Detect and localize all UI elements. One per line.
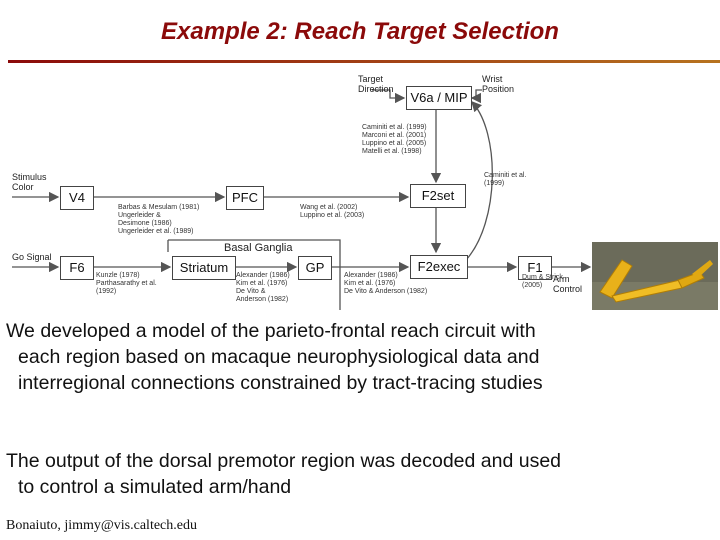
reach-circuit-diagram: V6a / MIP V4 PFC F2set F6 Striatum GP F2…: [0, 62, 720, 310]
citation-v4-pfc: Barbas & Mesulam (1981)Ungerleider & Des…: [118, 204, 200, 235]
paragraph-1-line-2: each region based on macaque neurophysio…: [18, 346, 540, 368]
arrow-f2exec-v6a: [465, 101, 493, 261]
node-gp: GP: [298, 256, 332, 280]
basal-ganglia-label: Basal Ganglia: [224, 242, 293, 254]
citation-pfc-f2set: Wang et al. (2002)Luppino et al. (2003): [300, 204, 365, 219]
node-f1: F1: [518, 256, 552, 280]
citation-v6a-f2set: Caminiti et al. (1999)Marconi et al. (20…: [362, 124, 427, 155]
citation-gp-f2exec: Alexander (1986)Kim et al. (1976) De Vit…: [344, 272, 428, 295]
author-footer: Bonaiuto, jimmy@vis.caltech.edu: [6, 518, 197, 533]
node-striatum: Striatum: [172, 256, 236, 280]
slide-title: Example 2: Reach Target Selection: [161, 18, 559, 45]
paragraph-1-line-3: interregional connections constrained by…: [18, 372, 543, 394]
simulated-arm-image: [592, 242, 718, 310]
connection-arrows: [12, 89, 592, 310]
citation-f2exec-f1: Dum & Strick(2005): [522, 274, 563, 289]
paragraph-2-line-1: The output of the dorsal premotor region…: [6, 450, 562, 472]
paragraph-1-line-1: We developed a model of the parieto-fron…: [6, 320, 536, 342]
citation-striatum-gp: Alexander (1986)Kim et al. (1976) De Vit…: [236, 272, 290, 303]
node-f2set: F2set: [410, 184, 466, 208]
paragraph-1: We developed a model of the parieto-fron…: [6, 318, 716, 396]
paragraph-2-line-2: to control a simulated arm/hand: [18, 476, 292, 498]
node-v6a-mip: V6a / MIP: [406, 86, 472, 110]
citation-f6-striatum: Kunzle (1978)Parthasarathy et al. (1992): [96, 272, 157, 295]
node-pfc: PFC: [226, 186, 264, 210]
node-v4: V4: [60, 186, 94, 210]
paragraph-2: The output of the dorsal premotor region…: [6, 448, 716, 500]
node-f2exec: F2exec: [410, 255, 468, 279]
go-signal-label: Go Signal: [12, 252, 52, 262]
title-divider: [8, 60, 720, 63]
citation-f2exec-v6a: Caminiti et al.(1999): [484, 172, 527, 187]
basal-ganglia-bracket: [168, 239, 341, 310]
node-f6: F6: [60, 256, 94, 280]
arrow-target-v6a: [372, 89, 406, 104]
arrow-wrist-v6a: [470, 89, 482, 104]
